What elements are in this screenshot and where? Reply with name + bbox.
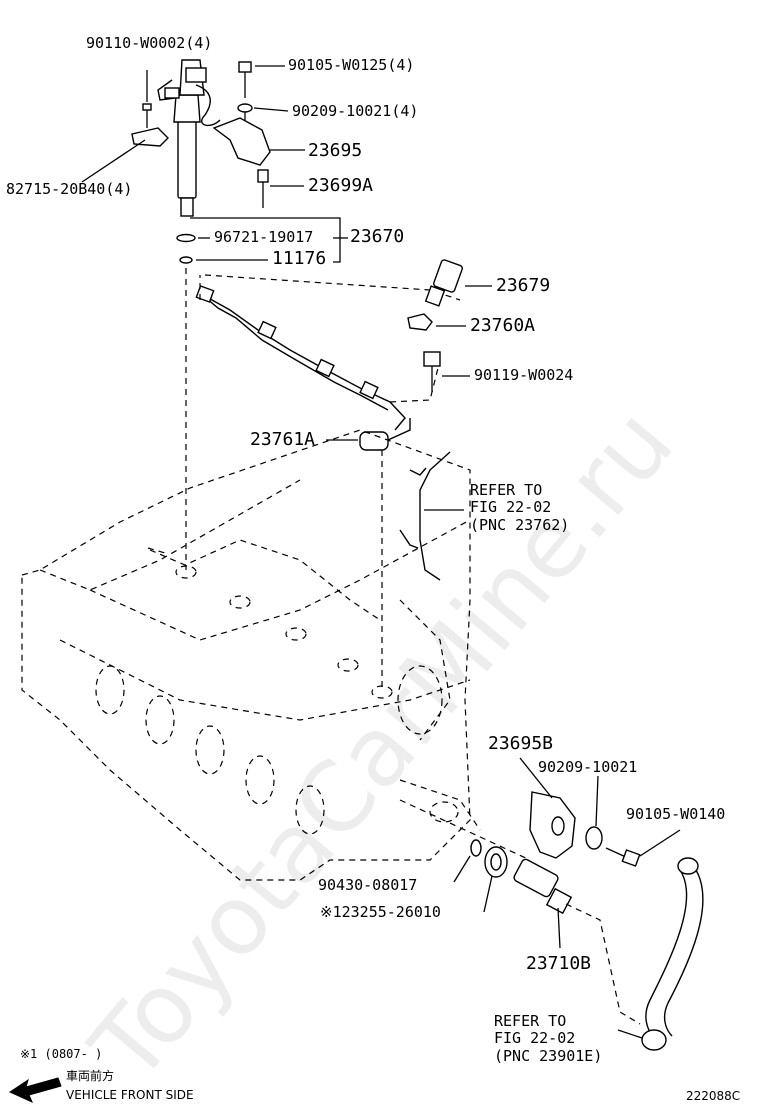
sensor-23710B-drawing xyxy=(513,858,573,915)
label-90105-b: 90105-W0140 xyxy=(626,805,726,823)
vehicle-front-arrow xyxy=(8,1077,62,1103)
fuel-pipe-drawing xyxy=(199,291,406,431)
label-123255: ※123255-26010 xyxy=(320,903,441,921)
bolt-90110-drawing xyxy=(142,70,152,128)
label-96721: 96721-19017 xyxy=(214,228,314,246)
clamp-82715-drawing xyxy=(131,127,169,147)
label-90430: 90430-08017 xyxy=(318,876,418,894)
stud-23699A-drawing xyxy=(257,169,269,208)
washer-90209-drawing xyxy=(585,826,603,850)
vehicle-front-jp: 車両前方 xyxy=(66,1069,115,1083)
label-23695: 23695 xyxy=(308,140,363,161)
label-23679: 23679 xyxy=(496,275,551,296)
label-90119: 90119-W0024 xyxy=(474,366,574,384)
injector-drawing xyxy=(157,59,221,217)
label-90110: 90110-W0002(4) xyxy=(86,34,213,52)
label-23699A: 23699A xyxy=(308,175,374,196)
clip-23760A-drawing xyxy=(407,313,433,331)
hose-drawing xyxy=(645,869,688,1046)
label-refer-23901E: REFER TO FIG 22-02 (PNC 23901E) xyxy=(494,1012,603,1065)
label-refer-23762: REFER TO FIG 22-02 (PNC 23762) xyxy=(470,481,570,534)
label-90209-a: 90209-10021(4) xyxy=(292,102,419,120)
bolt-90105b-drawing xyxy=(605,847,641,867)
oring-96721-drawing xyxy=(176,233,196,243)
return-line-drawing xyxy=(419,451,451,581)
label-90209-b: 90209-10021 xyxy=(538,758,638,776)
bracket-23695-drawing xyxy=(212,117,271,166)
label-23695B: 23695B xyxy=(488,733,554,754)
bolt-90119-drawing xyxy=(423,351,441,392)
sensor-23679-drawing xyxy=(424,259,463,307)
label-11176: 11176 xyxy=(272,248,327,269)
engine-block-drawing xyxy=(21,429,481,881)
bolt-90105-drawing xyxy=(237,61,253,125)
note-1: ※1 (0807- ) xyxy=(20,1047,103,1061)
gasket-90430-drawing xyxy=(470,839,482,857)
label-23710B: 23710B xyxy=(526,953,592,974)
fitting-23761A-drawing xyxy=(359,418,411,451)
label-23760A: 23760A xyxy=(470,315,536,336)
vehicle-front-en: VEHICLE FRONT SIDE xyxy=(66,1088,194,1102)
label-23670: 23670 xyxy=(350,226,405,247)
gasket-11176-drawing xyxy=(179,256,193,264)
label-82715: 82715-20B40(4) xyxy=(6,180,133,198)
label-23761A: 23761A xyxy=(250,429,316,450)
label-90105-a: 90105-W0125(4) xyxy=(288,56,415,74)
figure-code: 222088C xyxy=(686,1089,741,1103)
